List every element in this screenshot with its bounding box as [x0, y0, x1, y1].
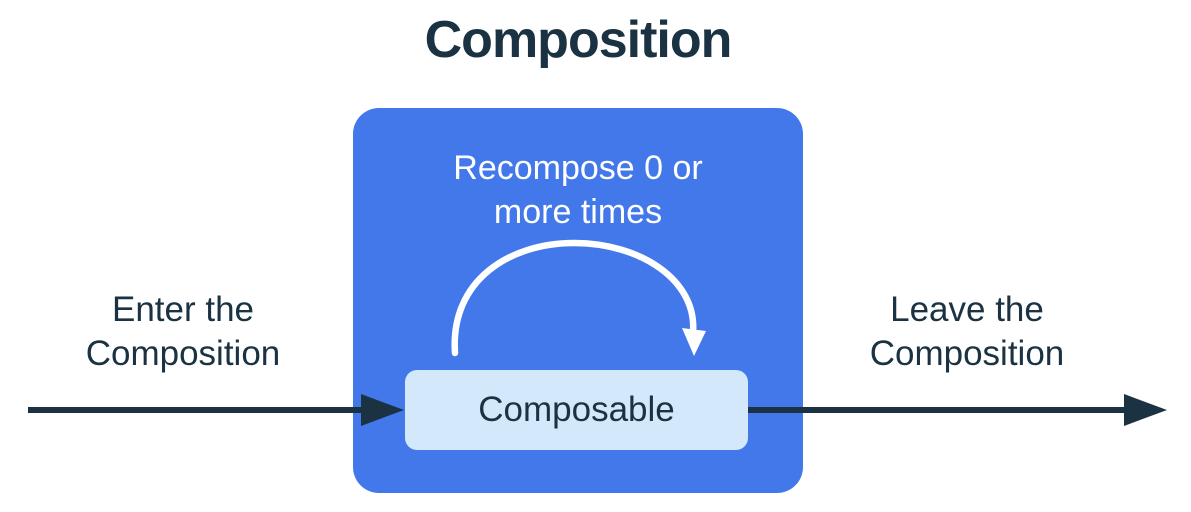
recompose-arc-path [451, 239, 697, 357]
leave-arrow-line [748, 407, 1128, 413]
leave-composition-label: Leave the Composition [869, 290, 1065, 373]
recompose-arc-arrowhead-icon [682, 328, 706, 356]
composable-box: Composable [405, 370, 748, 450]
enter-arrow-line [28, 407, 362, 413]
enter-arrow-head-icon [361, 394, 404, 426]
enter-composition-label: Enter the Composition [85, 290, 281, 373]
diagram-title: Composition [424, 11, 733, 69]
composable-label: Composable [478, 390, 675, 429]
leave-arrow-head-icon [1124, 394, 1167, 426]
recompose-arc-icon [451, 239, 706, 357]
recompose-label: Recompose 0 or more times [453, 149, 703, 231]
